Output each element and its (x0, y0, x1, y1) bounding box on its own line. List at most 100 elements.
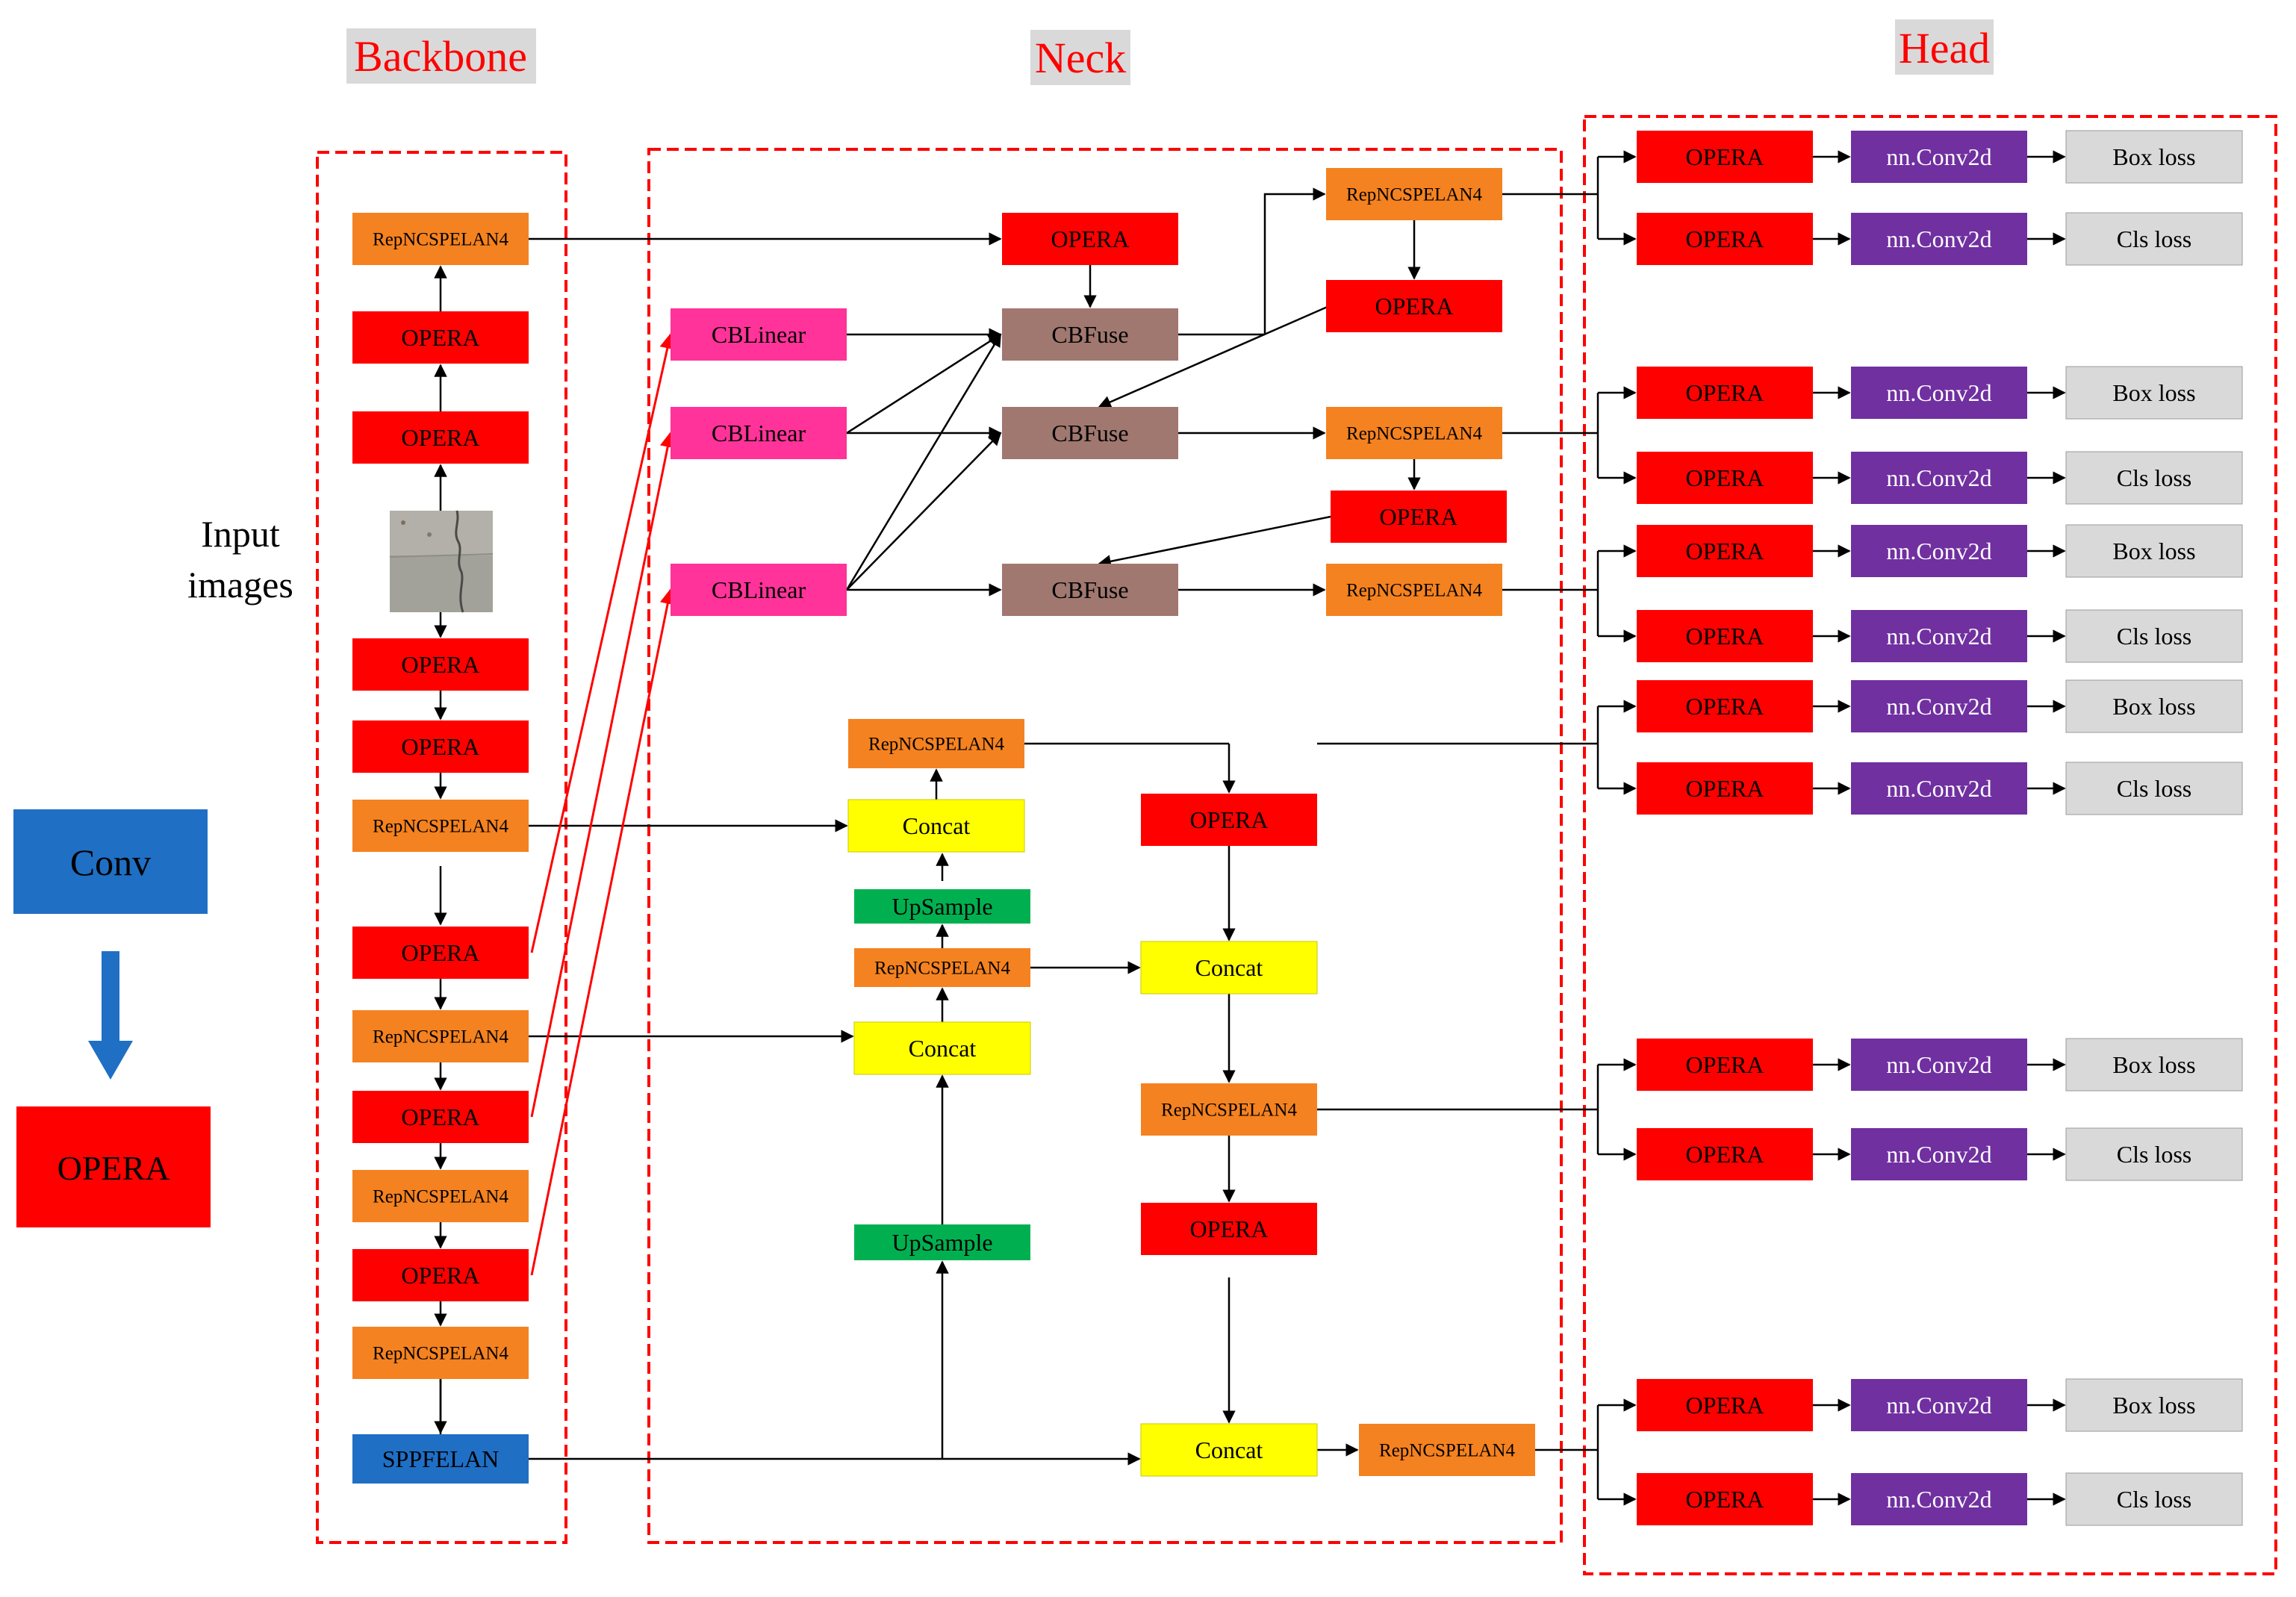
repncspelan4-block-rect (1326, 407, 1502, 459)
concat-block-rect (1140, 941, 1318, 994)
opera-block-label: OPERA (1686, 464, 1764, 491)
opera-block: OPERA (1141, 794, 1317, 846)
cblinear-block-rect (671, 308, 847, 361)
cls-loss-block: Cls loss (2065, 609, 2243, 663)
repncspelan4-block: RepNCSPELAN4 (1326, 564, 1502, 616)
opera-block-rect (1637, 525, 1813, 577)
opera-block-label: OPERA (1686, 775, 1764, 802)
box-loss-block: Box loss (2065, 1038, 2243, 1092)
cblinear-block-rect (671, 564, 847, 616)
cls-loss-block-rect (2065, 762, 2243, 815)
cblinear-block-label: CBLinear (712, 576, 806, 603)
repncspelan4-block-rect (854, 948, 1030, 987)
opera-block: OPERA (352, 1249, 529, 1301)
opera-block-rect (1637, 1128, 1813, 1180)
box-loss-block-rect (2065, 1378, 2243, 1432)
box-loss-block-rect (2065, 679, 2243, 733)
opera-block: OPERA (1637, 1473, 1813, 1525)
cbfuse-block-label: CBFuse (1051, 420, 1128, 446)
head-title: Head (1899, 24, 1990, 72)
opera-block-rect (1637, 1039, 1813, 1091)
repncspelan4-block-rect (1326, 564, 1502, 616)
opera-block: OPERA (1002, 213, 1178, 265)
opera-block-label: OPERA (402, 1103, 480, 1130)
conv2d-block-rect (1851, 1128, 2027, 1180)
cls-loss-block-rect (2065, 451, 2243, 505)
conv2d-block-rect (1851, 1039, 2027, 1091)
conv2d-block-rect (1851, 1473, 2027, 1525)
conv2d-block-rect (1851, 367, 2027, 419)
conv2d-block: nn.Conv2d (1851, 1379, 2027, 1431)
repncspelan4-block-rect (1326, 168, 1502, 220)
concat-block: Concat (1140, 1423, 1318, 1477)
cbfuse-block-rect (1002, 564, 1178, 616)
conv2d-block-label: nn.Conv2d (1886, 538, 1991, 564)
repncspelan4-block-rect (1141, 1083, 1317, 1136)
opera-block: OPERA (1326, 280, 1502, 332)
opera-block: OPERA (1331, 491, 1507, 543)
input-label-line2: images (187, 564, 293, 606)
cls-loss-block-label: Cls loss (2117, 225, 2191, 252)
connection (1098, 515, 1331, 568)
opera-block-label: OPERA (1686, 143, 1764, 170)
cls-loss-block-label: Cls loss (2117, 464, 2191, 491)
opera-block-label: OPERA (402, 1262, 480, 1289)
opera-block-label: OPERA (1686, 225, 1764, 252)
cbfuse-block: CBFuse (1002, 407, 1178, 459)
repncspelan4-block: RepNCSPELAN4 (352, 213, 529, 265)
concat-block-label: Concat (1195, 1436, 1263, 1463)
conv2d-block: nn.Conv2d (1851, 131, 2027, 183)
cls-loss-block-label: Cls loss (2117, 623, 2191, 650)
concat-block-label: Concat (909, 1035, 977, 1062)
connection (846, 432, 1002, 591)
conv2d-block-label: nn.Conv2d (1886, 1141, 1991, 1168)
upsample-block-rect (854, 1224, 1030, 1260)
repncspelan4-block: RepNCSPELAN4 (352, 800, 529, 852)
opera-block: OPERA (352, 1091, 529, 1143)
opera-block: OPERA (352, 927, 529, 979)
cbfuse-block-label: CBFuse (1051, 321, 1128, 348)
conv2d-block-rect (1851, 762, 2027, 815)
opera-block-rect (1331, 491, 1507, 543)
concat-block-label: Concat (903, 812, 971, 839)
opera-block-label: OPERA (1375, 293, 1454, 320)
opera-block-rect (1141, 1203, 1317, 1255)
connections (434, 150, 2066, 1506)
sppfelan-block-label: SPPFELAN (382, 1445, 500, 1472)
opera-block-rect (1637, 1379, 1813, 1431)
opera-block: OPERA (1637, 452, 1813, 504)
conv2d-block-rect (1851, 131, 2027, 183)
concat-block-rect (847, 799, 1025, 853)
repncspelan4-block-label: RepNCSPELAN4 (1161, 1101, 1297, 1121)
opera-block: OPERA (352, 720, 529, 773)
conv2d-block-rect (1851, 213, 2027, 265)
opera-block-label: OPERA (1686, 623, 1764, 650)
cblinear-block-label: CBLinear (712, 420, 806, 446)
opera-block: OPERA (352, 411, 529, 464)
upsample-block-rect (854, 889, 1030, 924)
connection (846, 333, 1002, 435)
opera-block-label: OPERA (1686, 1141, 1764, 1168)
concat-block-rect (853, 1021, 1031, 1075)
opera-block-rect (1637, 213, 1813, 265)
conv2d-block: nn.Conv2d (1851, 213, 2027, 265)
legend-opera-box (16, 1106, 211, 1227)
box-loss-block: Box loss (2065, 130, 2243, 184)
opera-block-label: OPERA (402, 651, 480, 678)
backbone-frame (316, 151, 567, 1544)
opera-block: OPERA (352, 311, 529, 364)
cls-loss-block: Cls loss (2065, 451, 2243, 505)
upsample-block: UpSample (854, 1224, 1030, 1260)
cbfuse-block-label: CBFuse (1051, 576, 1128, 603)
opera-block-label: OPERA (1686, 693, 1764, 720)
box-loss-block: Box loss (2065, 524, 2243, 578)
opera-block-rect (1637, 367, 1813, 419)
opera-block-label: OPERA (1380, 503, 1458, 530)
opera-block-rect (352, 311, 529, 364)
opera-block-label: OPERA (1686, 1051, 1764, 1078)
opera-block-rect (352, 638, 529, 691)
opera-block-label: OPERA (1051, 225, 1130, 252)
cblinear-block: CBLinear (671, 407, 847, 459)
input-label-line1: Input (201, 513, 280, 555)
